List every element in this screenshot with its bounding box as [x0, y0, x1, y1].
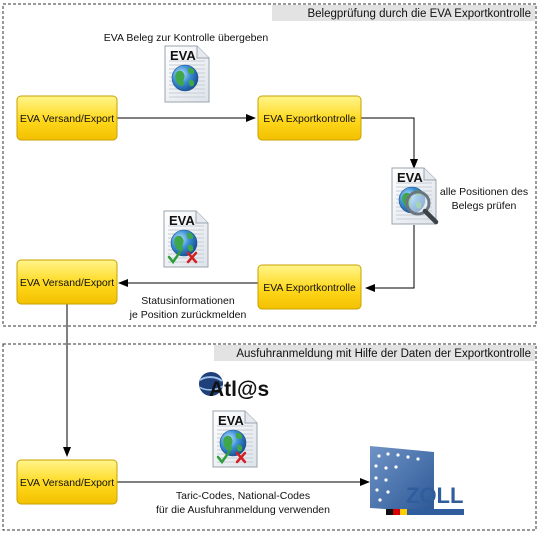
doc-icon-3-text: EVA [169, 213, 195, 228]
check-icon [167, 250, 182, 265]
box-kontrolle-2-label: EVA Exportkontrolle [263, 282, 356, 294]
eva-document-search-icon: EVA [391, 167, 439, 225]
zoll-logo: ZOLL [370, 446, 464, 515]
doc-icon-1-text: EVA [170, 48, 196, 63]
label-status-line1: Statusinformationen [141, 295, 235, 307]
atlas-logo: Atl@s [198, 372, 269, 401]
zoll-stars [374, 452, 420, 502]
label-codes-line2: für die Ausfuhranmeldung verwenden [156, 504, 330, 516]
arrows [63, 114, 418, 486]
box-versand-2-label: EVA Versand/Export [20, 277, 114, 289]
zoll-flag-gold [400, 509, 407, 515]
arrow-kontrolle-to-pruefen [361, 117, 418, 169]
doc-icon-4-text: EVA [218, 413, 244, 428]
box-versand-1: EVA Versand/Export [16, 95, 118, 141]
section-bottom-title: Ausfuhranmeldung mit Hilfe der Daten der… [236, 348, 531, 360]
box-kontrolle-1: EVA Exportkontrolle [257, 95, 362, 141]
section-top-title: Belegprüfung durch die EVA Exportkontrol… [307, 8, 531, 20]
eva-document-status-icon-2: EVA [212, 410, 258, 468]
atlas-logo-text: Atl@s [209, 378, 269, 401]
cross-icon [186, 251, 198, 264]
check-icon [216, 450, 231, 465]
arrow-pruefen-to-kontrolle [365, 225, 415, 292]
label-pruefen-line2: Belegs prüfen [452, 200, 517, 212]
label-status-line2: je Position zurückmelden [129, 309, 247, 321]
zoll-bar [407, 509, 464, 515]
section-top-header [272, 5, 535, 21]
zoll-flag-red [393, 509, 400, 515]
label-uebergeben: EVA Beleg zur Kontrolle übergeben [104, 32, 269, 44]
section-top: Belegprüfung durch die EVA Exportkontrol… [2, 3, 537, 327]
eva-document-status-icon-1: EVA [163, 210, 209, 268]
box-versand-2: EVA Versand/Export [16, 259, 118, 305]
zoll-flag-black [386, 509, 393, 515]
cross-icon [235, 451, 247, 464]
box-kontrolle-2: EVA Exportkontrolle [257, 264, 362, 310]
box-versand-3-label: EVA Versand/Export [20, 477, 114, 489]
section-bottom-frame [2, 343, 537, 531]
box-versand-3: EVA Versand/Export [16, 459, 118, 505]
zoll-flag-shape [370, 446, 434, 512]
section-top-frame [2, 3, 537, 327]
box-versand-1-label: EVA Versand/Export [20, 113, 114, 125]
zoll-logo-text: ZOLL [406, 483, 463, 508]
box-kontrolle-1-label: EVA Exportkontrolle [263, 113, 356, 125]
doc-icon-2-text: EVA [397, 170, 423, 185]
eva-document-icon-1: EVA [164, 45, 210, 103]
label-pruefen-line1: alle Positionen des [440, 186, 528, 198]
section-bottom: Ausfuhranmeldung mit Hilfe der Daten der… [2, 343, 537, 531]
section-bottom-header [214, 345, 535, 361]
label-codes-line1: Taric-Codes, National-Codes [176, 490, 310, 502]
magnifier-icon [405, 190, 439, 225]
